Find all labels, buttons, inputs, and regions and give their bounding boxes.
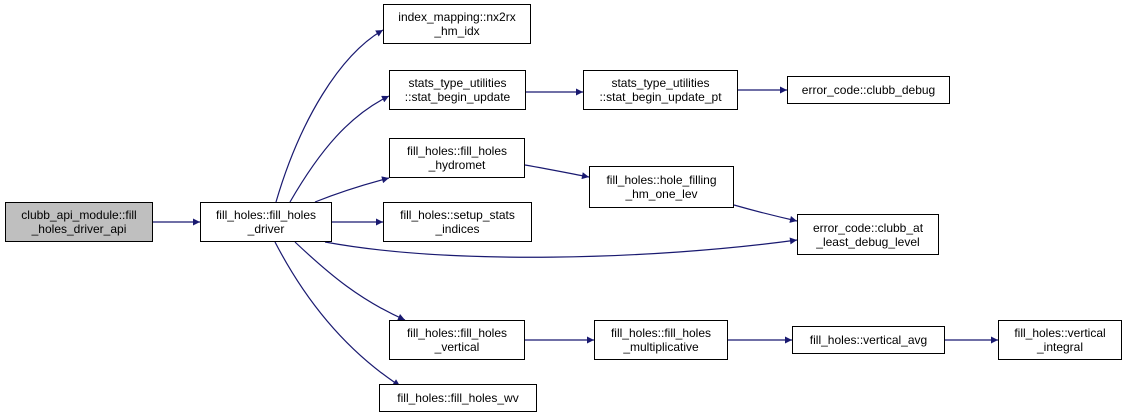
node-label: error_code::clubb_at _least_debug_level: [812, 220, 924, 249]
node-label: fill_holes::fill_holes _vertical: [406, 326, 508, 354]
node-label: fill_holes::setup_stats _indices: [400, 208, 515, 236]
node-vertical-integral[interactable]: fill_holes::vertical _integral: [998, 320, 1122, 360]
node-label: fill_holes::fill_holes _hydromet: [406, 144, 508, 172]
node-label: fill_holes::fill_holes _multiplicative: [610, 326, 712, 354]
node-nx2rx[interactable]: index_mapping::nx2rx _hm_idx: [383, 4, 531, 44]
node-least-debug[interactable]: error_code::clubb_at _least_debug_level: [797, 214, 939, 255]
node-driver[interactable]: fill_holes::fill_holes _driver: [200, 202, 332, 242]
edge-driver-to-stat_begin_update: [289, 95, 390, 203]
node-label: fill_holes::vertical_avg: [809, 333, 928, 347]
edge-driver-to-least_debug: [324, 237, 798, 258]
node-hole-filling[interactable]: fill_holes::hole_filling _hm_one_lev: [589, 166, 734, 208]
node-label: clubb_api_module::fill _holes_driver_api: [21, 208, 137, 236]
edge-driver-to-hydromet: [314, 176, 390, 203]
node-stat-begin-update-pt[interactable]: stats_type_utilities ::stat_begin_update…: [583, 70, 738, 110]
edge-driver-to-vertical: [294, 241, 406, 321]
edge-driver-to-fill_holes_wv: [274, 241, 401, 387]
node-hydromet[interactable]: fill_holes::fill_holes _hydromet: [389, 138, 525, 178]
node-multiplicative[interactable]: fill_holes::fill_holes _multiplicative: [594, 320, 728, 360]
node-label: error_code::clubb_debug: [801, 83, 936, 97]
node-label: fill_holes::hole_filling _hm_one_lev: [606, 173, 717, 201]
node-vertical-avg[interactable]: fill_holes::vertical_avg: [792, 326, 945, 354]
node-label: fill_holes::fill_holes _driver: [215, 208, 317, 236]
node-clubb-debug[interactable]: error_code::clubb_debug: [787, 76, 950, 104]
node-label: fill_holes::vertical _integral: [1014, 326, 1106, 354]
node-label: fill_holes::fill_holes_wv: [397, 391, 519, 405]
edge-hydromet-to-hole_filling: [524, 164, 590, 180]
node-stat-begin-update[interactable]: stats_type_utilities ::stat_begin_update: [389, 70, 526, 110]
node-label: index_mapping::nx2rx _hm_idx: [398, 10, 516, 38]
edge-driver-to-nx2rx: [275, 29, 384, 203]
node-root: clubb_api_module::fill _holes_driver_api: [5, 202, 153, 242]
node-vertical[interactable]: fill_holes::fill_holes _vertical: [389, 320, 525, 360]
edge-hole_filling-to-least_debug: [733, 204, 798, 223]
node-label: stats_type_utilities ::stat_begin_update…: [599, 76, 722, 104]
node-setup-stats[interactable]: fill_holes::setup_stats _indices: [383, 202, 532, 242]
node-label: stats_type_utilities ::stat_begin_update: [404, 76, 511, 104]
node-fill-holes-wv[interactable]: fill_holes::fill_holes_wv: [379, 384, 537, 412]
